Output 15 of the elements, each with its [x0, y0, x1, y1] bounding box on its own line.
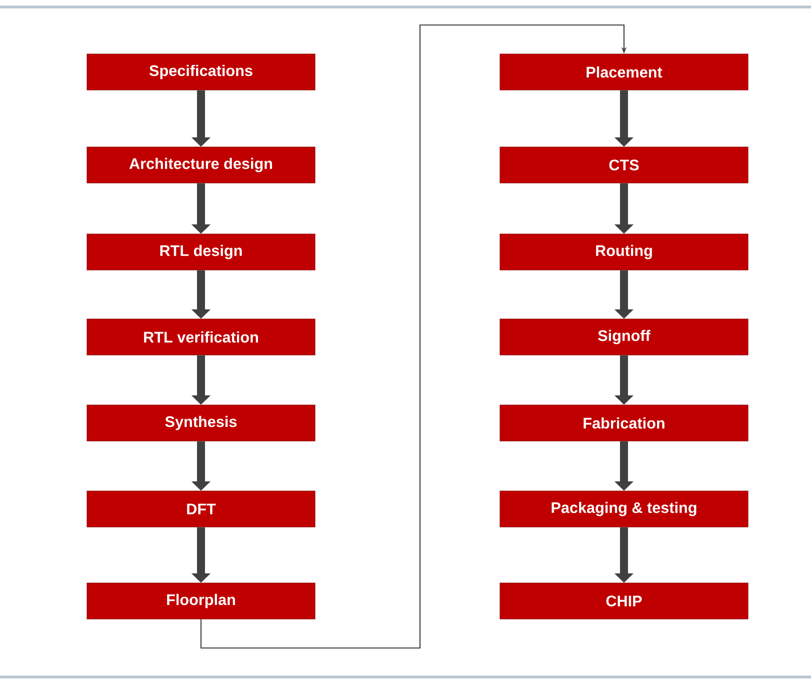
process-box: Specifications — [86, 54, 316, 90]
process-box: CTS — [500, 146, 748, 184]
process-box: Synthesis — [86, 404, 316, 442]
process-box: Fabrication — [500, 404, 748, 442]
process-box: Floorplan — [86, 582, 316, 620]
process-box: RTL design — [86, 234, 316, 270]
process-box: CHIP — [500, 582, 748, 620]
process-box: Signoff — [500, 318, 748, 356]
process-box: Routing — [500, 234, 748, 270]
process-box: DFT — [86, 490, 316, 528]
process-box: Architecture design — [86, 146, 316, 184]
process-box: RTL verification — [86, 318, 316, 356]
process-box: Placement — [500, 54, 748, 90]
process-box: Packaging & testing — [500, 490, 748, 528]
connector-arrow — [200, 24, 627, 649]
